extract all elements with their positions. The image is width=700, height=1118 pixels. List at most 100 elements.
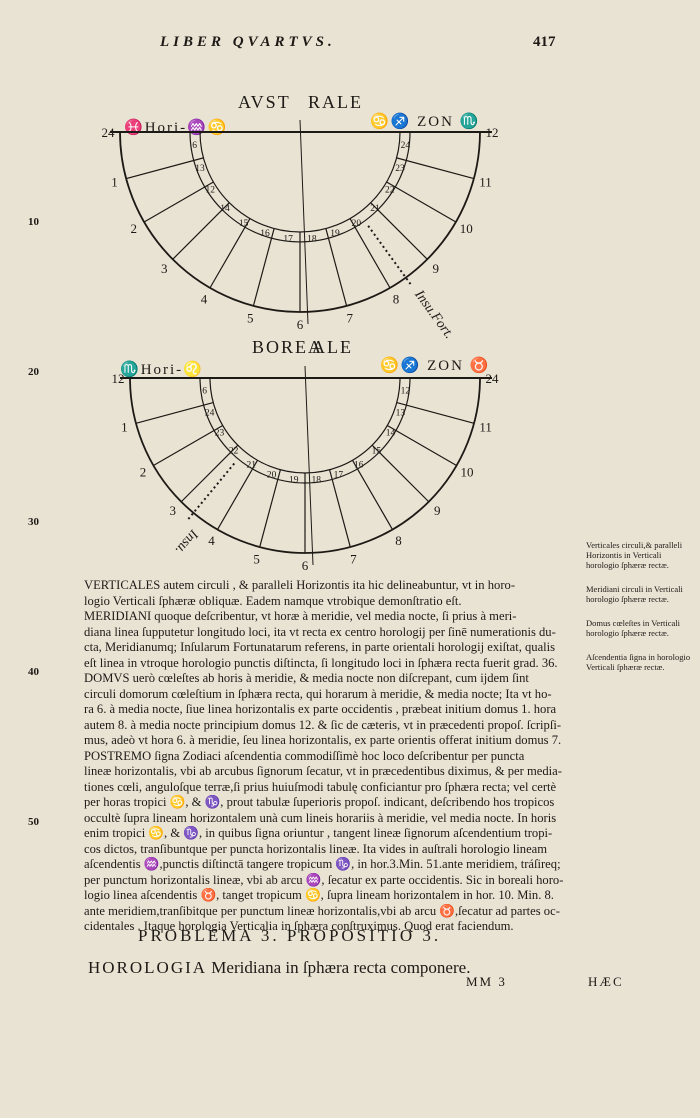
problem-title: PROBLEMA 3. PROPOSITIO 3. (138, 926, 442, 945)
outer-hour-label: 11 (479, 419, 492, 434)
upper-title-left: AVST (238, 92, 291, 112)
meridian-line (299, 119, 309, 325)
lower-horizon-right-word: ZON (427, 358, 464, 374)
problem-subtitle: HOROLOGIA Meridiana in ſphæra recta comp… (88, 958, 470, 978)
body-text: VERTICALES autem circuli , & paralleli H… (84, 578, 576, 935)
hour-line (125, 157, 204, 180)
problem-subtitle-rest: Meridiana in ſphæra recta componere. (211, 958, 471, 977)
outer-hour-label: 7 (346, 310, 353, 325)
inner-hour-label: 19 (289, 475, 299, 485)
hour-line (259, 469, 281, 548)
lower-horizon-left-word: Hori- (140, 362, 184, 378)
outer-hour-label: 9 (433, 261, 440, 276)
outer-hour-label: 5 (253, 552, 260, 567)
inner-hour-label: 21 (370, 204, 380, 214)
problem-subtitle-caps: HOROLOGIA (88, 958, 208, 977)
hour-line (252, 228, 275, 307)
fortunate-isles-label: Insu.Fort. (411, 287, 457, 342)
outer-hour-label: 12 (486, 125, 499, 140)
lower-sign-right-c: ♉ (469, 358, 491, 374)
hour-line (396, 157, 475, 180)
inner-hour-label: 14 (220, 204, 230, 214)
line-number-50: 50 (28, 816, 39, 828)
inner-hour-label: 16 (354, 461, 364, 471)
body-line: diana linea ſupputetur longitudo loci, i… (84, 624, 556, 639)
inner-hour-label: 24 (205, 408, 215, 418)
hour-line (325, 228, 348, 307)
inner-hour-label: 23 (215, 429, 225, 439)
inner-hour-label: 20 (352, 219, 362, 229)
lower-sign-right-a: ♋ (380, 358, 401, 374)
body-line: eſt linea in vtroque horologio punctis d… (84, 655, 558, 670)
margin-note-domus: Domus cœleſtes in Verticali horologio ſp… (586, 618, 681, 638)
hour-line (172, 202, 230, 260)
lower-sign-left-a: ♏ (120, 362, 141, 378)
body-line: per horas tropici ♋, & ♑, prout tabulæ ſ… (84, 795, 555, 809)
inner-hour-label: 20 (267, 470, 277, 480)
outer-hour-label: 4 (201, 291, 208, 306)
outer-hour-label: 8 (395, 533, 402, 548)
page-header: LIBER QVARTVS. 417 (0, 34, 700, 58)
outer-hour-label: 10 (460, 221, 473, 236)
hour-line (386, 181, 457, 223)
inner-arc (199, 377, 411, 484)
hour-line (180, 444, 239, 503)
inner-arc (209, 377, 401, 474)
hour-line (349, 218, 391, 289)
inner-hour-label: 16 (260, 229, 270, 239)
hour-line (135, 402, 214, 424)
inner-hour-label: 15 (372, 446, 382, 456)
upper-title-right: RALE (308, 92, 363, 112)
body-line: cta, Meridianumq; Inſularum Fortunatarum… (84, 640, 556, 654)
upper-horizon-right-word: ZON (417, 114, 454, 130)
upper-sign-right-b: ♐ (390, 114, 412, 130)
body-line: enim tropici ♋, & ♑, in quibus ſigna ori… (84, 826, 553, 840)
outer-hour-label: 4 (208, 533, 215, 548)
outer-hour-label: 6 (302, 558, 309, 570)
body-line: ante meridiem,tranſibitque per punctum l… (84, 903, 560, 918)
hour-line (143, 181, 214, 223)
body-line: VERTICALES autem circuli , & paralleli H… (84, 578, 516, 592)
body-line: lineæ horizontalis, vbi ab arcubus ſigno… (84, 764, 562, 778)
upper-horizon-right: ♋♐ ZON ♏ (370, 112, 480, 131)
inner-arc (189, 131, 411, 243)
outer-hour-label: 12 (112, 371, 125, 386)
inner-hour-label: 24 (401, 141, 411, 151)
inner-hour-label: 17 (334, 470, 344, 480)
meridian-line (304, 365, 314, 566)
outer-hour-label: 9 (434, 503, 441, 518)
inner-hour-label: 14 (386, 429, 396, 439)
inner-hour-label: 15 (239, 219, 249, 229)
inner-hour-label: 21 (247, 461, 257, 471)
hour-line (209, 218, 251, 289)
body-line: mus, adeò vt hora 6. à meridie, ſeu line… (84, 733, 562, 747)
lower-sign-right-b: ♐ (400, 358, 422, 374)
inner-hour-label: 22 (385, 185, 395, 195)
margin-notes: Verticales circuli,& paralleli Horizonti… (586, 540, 696, 686)
fortunate-isles-line (187, 462, 236, 520)
body-line: cos dictos, tranſibuntque per puncta hor… (84, 841, 548, 856)
body-line: MERIDIANI quoque deſcribentur, vt horæ à… (84, 609, 517, 623)
body-line: logio linea aſcendentis ♉, tanget tropic… (84, 888, 554, 902)
hour-line (351, 459, 394, 530)
inner-hour-label: 13 (396, 408, 406, 418)
outer-hour-label: 1 (121, 419, 128, 434)
inner-hour-label: 6 (192, 141, 197, 151)
body-line: tiones cœli, anguloſque terræ,ſi prius h… (84, 779, 557, 794)
outer-hour-label: 2 (130, 221, 137, 236)
running-head: LIBER QVARTVS. (160, 34, 336, 50)
outer-hour-label: 10 (460, 465, 473, 480)
upper-sign-right-c: ♏ (459, 114, 481, 130)
margin-note-meridiani: Meridiani circuli in Verticali horologio… (586, 584, 683, 604)
lower-horizon-right: ♋♐ ZON ♉ (380, 356, 490, 375)
lower-title-left: BOREA (252, 337, 324, 357)
body-line: ra 6. à media nocte, ſiue linea horizont… (84, 702, 557, 716)
fortunate-isles-label: Insu. (172, 526, 202, 558)
lower-horizon-left: ♏Hori-♌ (120, 360, 204, 379)
body-line: DOMVS uerò cœleſtes ab horis à meridie, … (84, 671, 529, 685)
body-line: per punctum horizontalis lineæ, vbi ab a… (84, 872, 564, 887)
hour-line (216, 459, 259, 530)
